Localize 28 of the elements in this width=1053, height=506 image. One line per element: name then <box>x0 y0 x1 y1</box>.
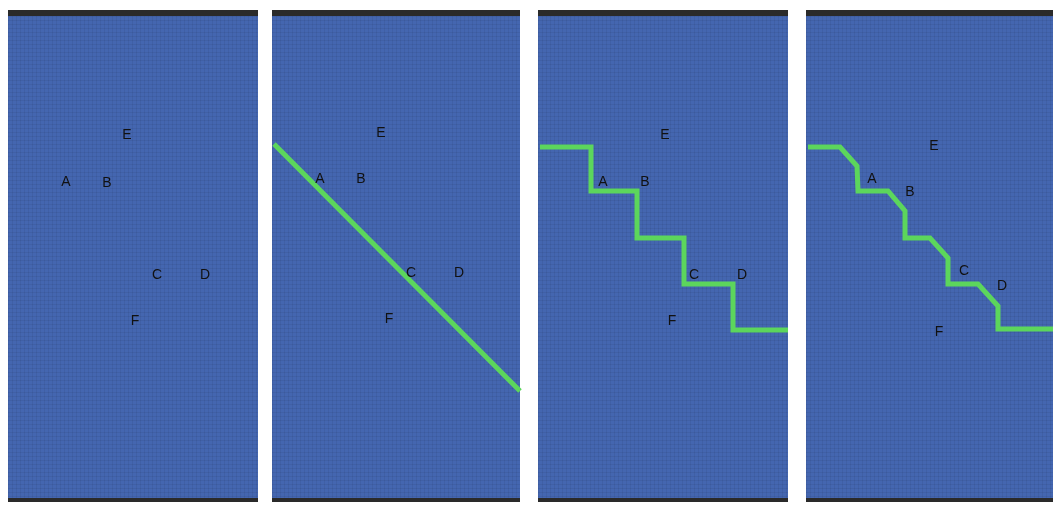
point-label: B <box>102 174 112 190</box>
point-label: D <box>996 277 1008 293</box>
point-label: E <box>376 124 386 140</box>
grid-panel <box>538 10 788 502</box>
point-label: C <box>405 264 417 280</box>
point-label: E <box>929 137 939 153</box>
point-label: D <box>736 266 748 282</box>
grid-panel <box>8 10 258 502</box>
grid-panel <box>272 10 520 502</box>
grid-panel <box>806 10 1053 502</box>
point-label: D <box>199 266 211 282</box>
point-label: B <box>640 173 650 189</box>
point-label: A <box>598 173 608 189</box>
point-label: F <box>934 323 944 339</box>
point-label: F <box>130 312 140 328</box>
point-label: A <box>867 170 877 186</box>
point-label: C <box>151 266 163 282</box>
point-label: A <box>61 173 71 189</box>
point-label: A <box>315 170 325 186</box>
point-label: B <box>905 183 915 199</box>
point-label: D <box>453 264 465 280</box>
point-label: F <box>667 312 677 328</box>
point-label: B <box>356 170 366 186</box>
point-label: C <box>958 262 970 278</box>
point-label: E <box>660 126 670 142</box>
point-label: C <box>688 266 700 282</box>
point-label: E <box>122 126 132 142</box>
point-label: F <box>384 310 394 326</box>
